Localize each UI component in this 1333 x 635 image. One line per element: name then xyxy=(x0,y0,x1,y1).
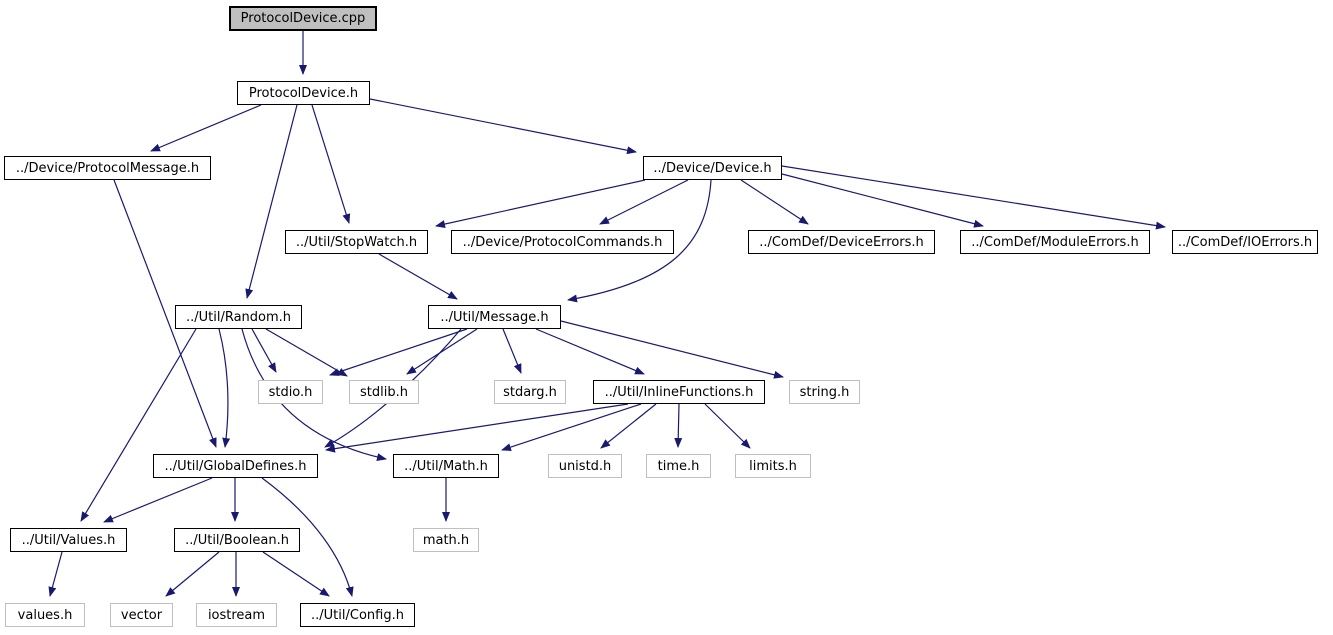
edge-random-h-to-stdlib-h xyxy=(265,328,348,377)
edge-message-h-to-inlinefunctions-h xyxy=(535,328,645,375)
node-stdarg-h: stdarg.h xyxy=(494,380,566,404)
node-stdlib-h: stdlib.h xyxy=(349,380,419,404)
edge-device-h-to-protocolcommands-h xyxy=(599,179,689,225)
edge-inlinefunctions-h-to-unistd-h xyxy=(600,403,657,449)
node-device-h[interactable]: ../Device/Device.h xyxy=(643,156,782,180)
edge-globaldefines-h-to-config-h xyxy=(261,477,354,597)
node-iostream: iostream xyxy=(196,603,277,627)
edge-message-h-to-string-h xyxy=(560,320,784,379)
node-random-h[interactable]: ../Util/Random.h xyxy=(175,305,302,329)
edge-random-h-to-globaldefines-h xyxy=(218,328,231,448)
edge-values-util-h-to-values-h xyxy=(48,551,63,597)
edge-message-h-to-stdarg-h xyxy=(502,328,522,374)
node-deviceerrors-h[interactable]: ../ComDef/DeviceErrors.h xyxy=(748,230,935,254)
node-moduleerrors-h[interactable]: ../ComDef/ModuleErrors.h xyxy=(960,230,1150,254)
node-protocolcommands-h[interactable]: ../Device/ProtocolCommands.h xyxy=(451,230,674,254)
edge-stopwatch-h-to-message-h xyxy=(378,253,458,300)
node-math-h: math.h xyxy=(413,528,479,552)
node-vector: vector xyxy=(110,603,173,627)
edge-device-h-to-stopwatch-h xyxy=(435,179,646,228)
edge-message-h-to-stdio-h xyxy=(329,328,468,376)
edge-inlinefunctions-h-to-limits-h xyxy=(704,403,751,449)
node-protocolmessage-h[interactable]: ../Device/ProtocolMessage.h xyxy=(4,156,211,180)
node-globaldefines-h[interactable]: ../Util/GlobalDefines.h xyxy=(153,454,318,478)
edge-boolean-h-to-vector xyxy=(165,551,220,597)
edge-protocolmessage-h-to-globaldefines-h xyxy=(113,179,217,448)
node-values-h: values.h xyxy=(5,603,85,627)
edge-protocoldevice-h-to-random-h xyxy=(245,104,298,299)
edge-protocoldevice-h-to-stopwatch-h xyxy=(311,104,351,224)
node-limits-h: limits.h xyxy=(735,454,811,478)
node-stopwatch-h[interactable]: ../Util/StopWatch.h xyxy=(285,230,428,254)
node-protocoldevice-h[interactable]: ProtocolDevice.h xyxy=(237,81,370,105)
edges xyxy=(48,31,1166,597)
node-math-util-h[interactable]: ../Util/Math.h xyxy=(393,454,499,478)
edge-random-h-to-stdio-h xyxy=(251,328,277,373)
edge-device-h-to-ioerrors-h xyxy=(781,165,1166,230)
edge-device-h-to-deviceerrors-h xyxy=(740,179,809,225)
edge-inlinefunctions-h-to-math-util-h xyxy=(501,403,642,451)
edge-boolean-h-to-config-h xyxy=(262,551,330,597)
node-config-h[interactable]: ../Util/Config.h xyxy=(300,603,415,627)
node-message-h[interactable]: ../Util/Message.h xyxy=(428,305,561,329)
edge-protocoldevice-h-to-device-h xyxy=(369,98,637,155)
edge-inlinefunctions-h-to-time-h xyxy=(674,403,683,448)
node-values-util-h[interactable]: ../Util/Values.h xyxy=(10,528,127,552)
edge-random-h-to-math-util-h xyxy=(241,328,387,462)
edge-inlinefunctions-h-to-globaldefines-h xyxy=(325,403,629,453)
edge-message-h-to-stdlib-h xyxy=(406,328,478,375)
node-inlinefunctions-h[interactable]: ../Util/InlineFunctions.h xyxy=(593,380,765,404)
node-ioerrors-h[interactable]: ../ComDef/IOErrors.h xyxy=(1172,230,1318,254)
edge-device-h-to-moduleerrors-h xyxy=(781,173,984,228)
edge-device-h-to-message-h xyxy=(567,179,712,303)
edge-random-h-to-values-util-h xyxy=(80,328,197,522)
edge-protocoldevice-h-to-protocolmessage-h xyxy=(150,104,262,152)
edge-globaldefines-h-to-values-util-h xyxy=(103,477,213,523)
node-time-h: time.h xyxy=(646,454,711,478)
node-unistd-h: unistd.h xyxy=(548,454,622,478)
node-string-h: string.h xyxy=(789,380,860,404)
node-boolean-h[interactable]: ../Util/Boolean.h xyxy=(174,528,300,552)
node-stdio-h: stdio.h xyxy=(258,380,323,404)
node-protocoldevice-cpp: ProtocolDevice.cpp xyxy=(229,6,377,31)
